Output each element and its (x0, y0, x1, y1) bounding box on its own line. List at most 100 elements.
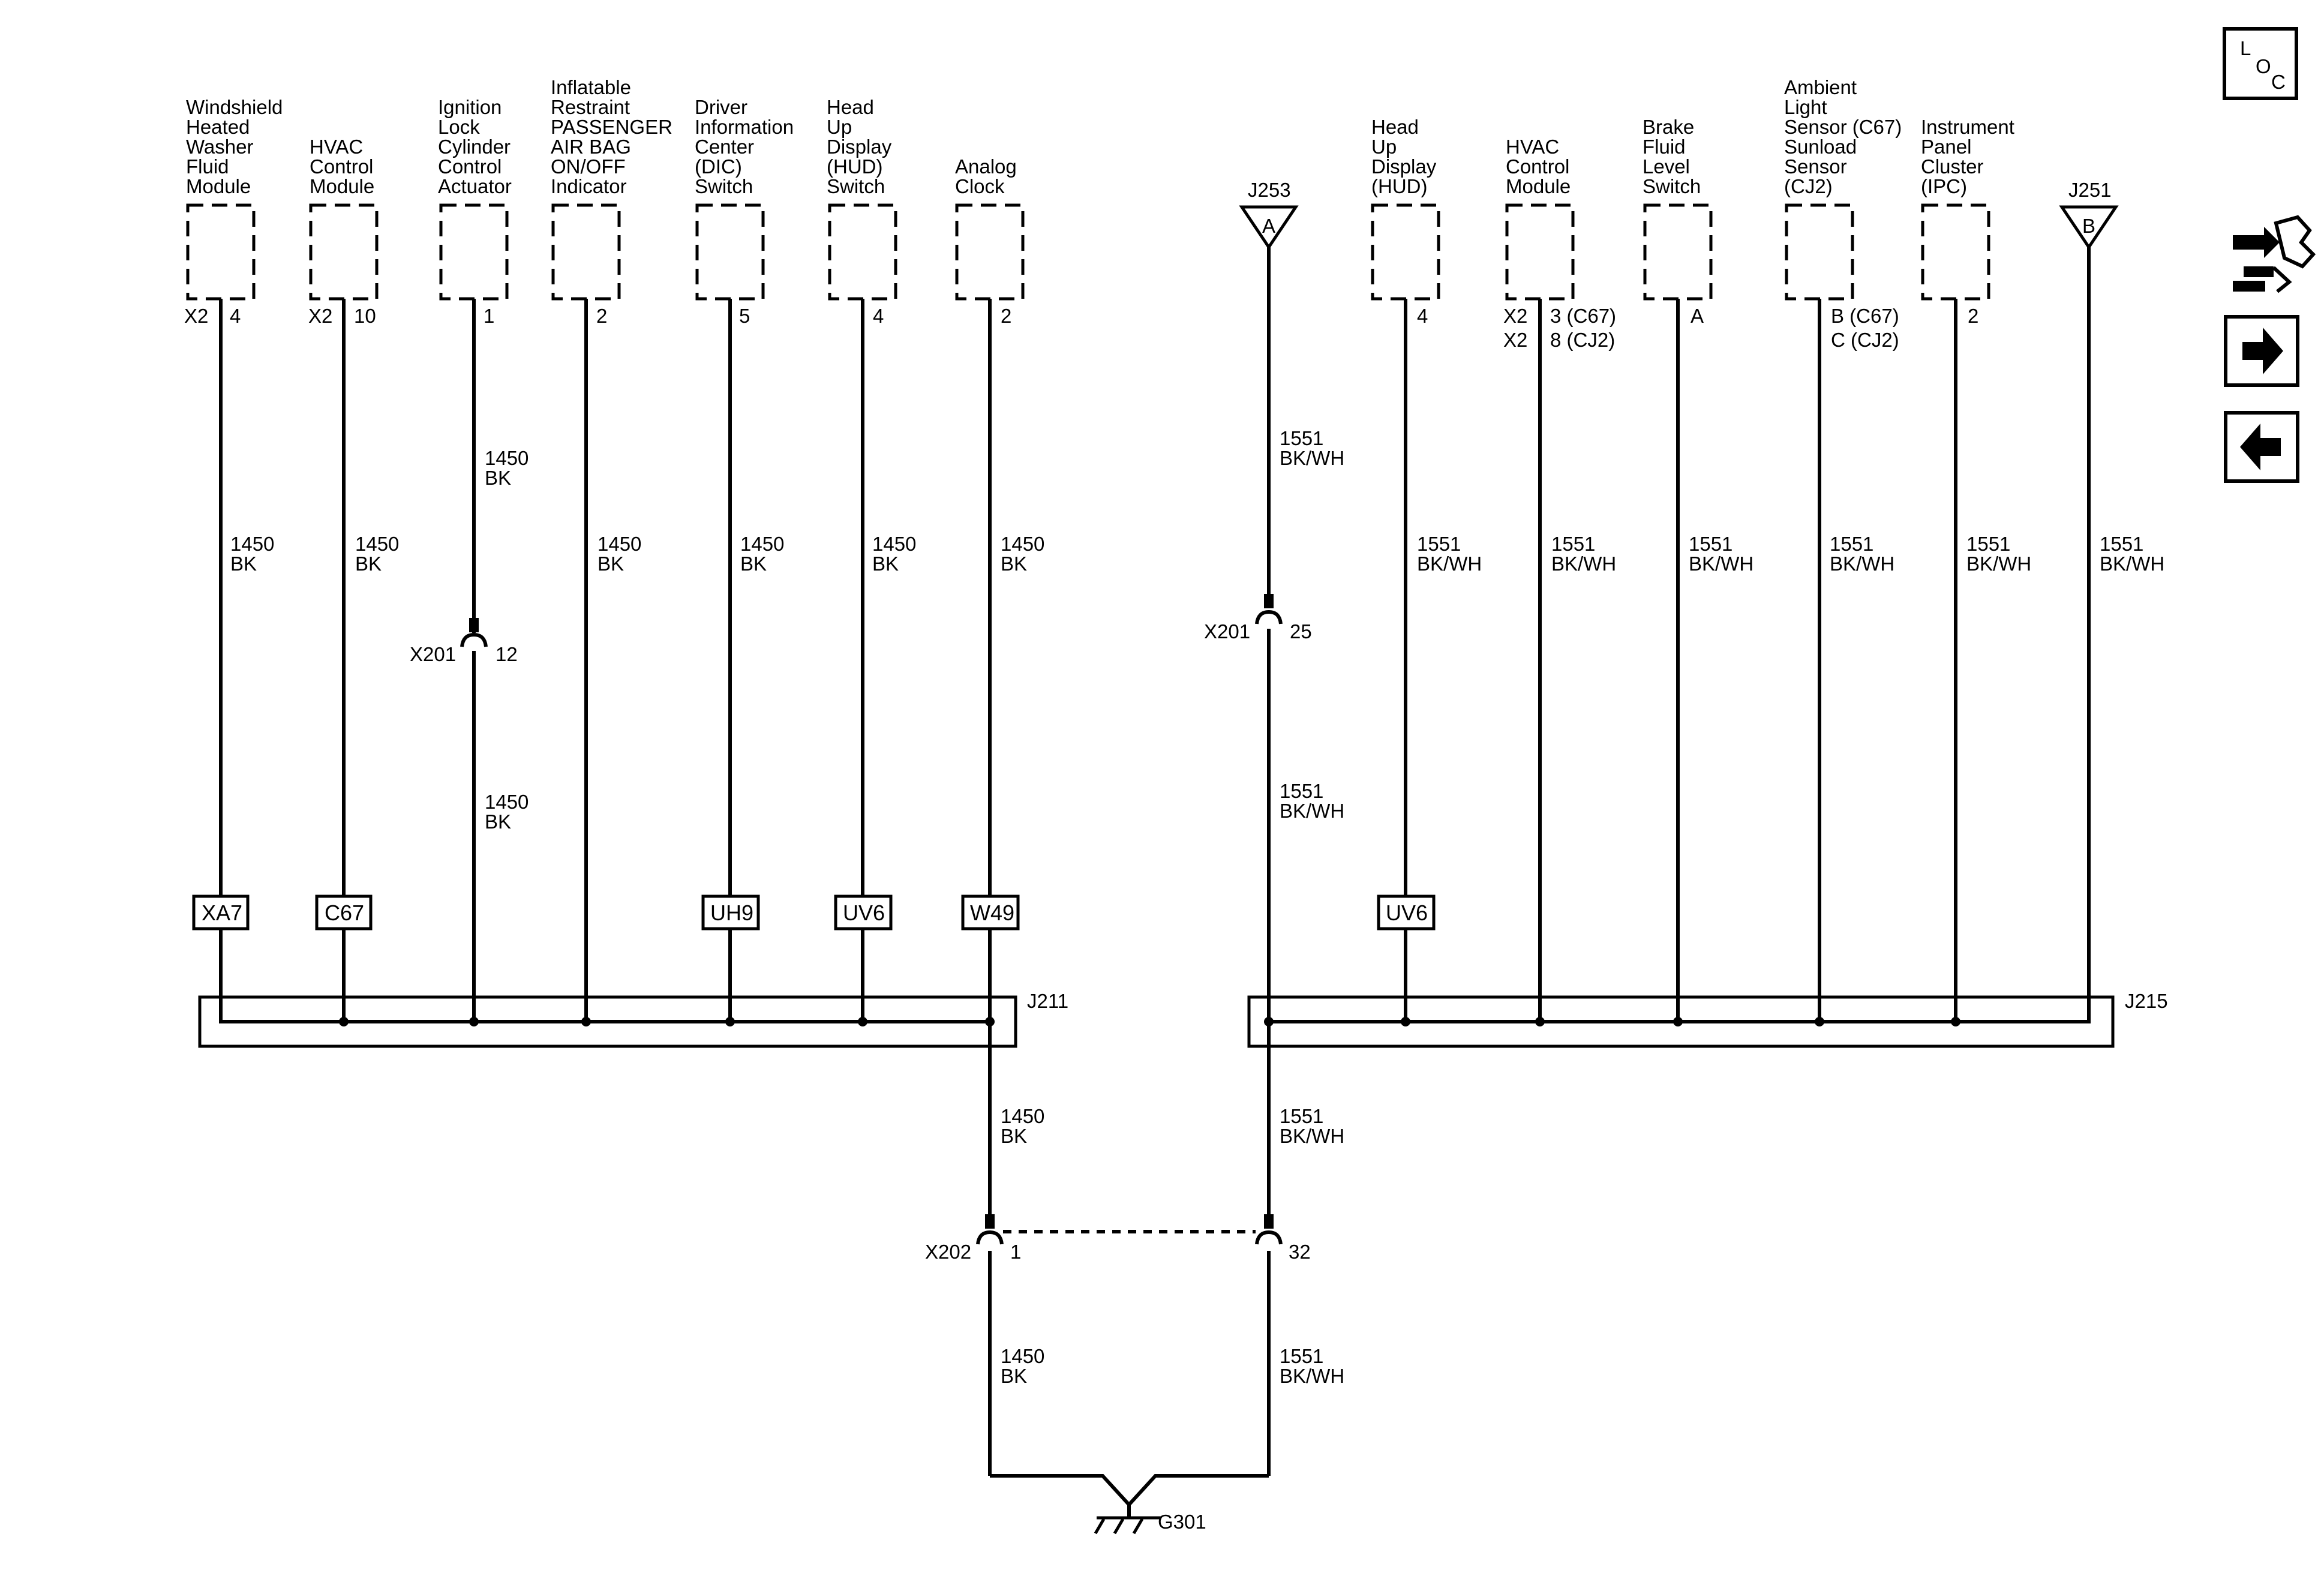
connector-label: X2 (184, 305, 208, 327)
pin-label: 25 (1290, 620, 1312, 643)
component-label-line: Level (1643, 155, 1690, 178)
component-label-line: (CJ2) (1784, 175, 1833, 197)
pin-label: 4 (873, 305, 884, 327)
wire-color-label: BK (872, 553, 899, 575)
wire-color-label: BK (485, 810, 511, 833)
component-ipc: Instrument Panel Cluster (IPC) 2 (1921, 116, 2014, 327)
connector-view-button[interactable] (2233, 215, 2316, 293)
wire-color-label: BK/WH (1689, 553, 1753, 575)
option-box (701, 894, 760, 930)
component-label-line: Lock (438, 116, 480, 138)
component-box (309, 203, 379, 301)
connector-female-icon (460, 632, 488, 647)
component-label-line: (HUD) (1371, 175, 1427, 197)
reference-triangle-icon (1239, 205, 1299, 250)
wire-circuit-label: 1450 (1001, 1105, 1044, 1127)
component-label-line: Brake (1643, 116, 1694, 138)
inline-connector-x201-right: X201 25 (1204, 594, 1312, 643)
inline-connector-x201-left: X201 12 (410, 618, 518, 665)
location-button[interactable]: L O C (2223, 27, 2298, 100)
component-label-line: Ambient (1784, 76, 1857, 98)
component-dic-switch: Driver Information Center (DIC) Switch 5 (695, 96, 794, 327)
wire-color-label: BK/WH (2100, 553, 2164, 575)
component-label-line: Up (1371, 136, 1397, 158)
component-label-line: Sunload (1784, 136, 1857, 158)
component-label-line: Heated (186, 116, 250, 138)
component-box (1921, 203, 1990, 301)
component-label-line: Clock (955, 175, 1005, 197)
component-hud-switch: Head Up Display (HUD) Switch 4 (827, 96, 897, 327)
component-label-line: Cylinder (438, 136, 511, 158)
pin-label: 8 (CJ2) (1550, 329, 1615, 351)
component-box (1643, 203, 1713, 301)
component-label-line: Panel (1921, 136, 1971, 158)
splice-dot (1815, 1017, 1824, 1026)
component-ambient-light-sensor: Ambient Light Sensor (C67) Sunload Senso… (1784, 76, 1902, 351)
wire-labels: 1450 BK 1450 BK 1450 BK 1450 BK 1450 BK … (230, 427, 2164, 1387)
component-label-line: Sensor (C67) (1784, 116, 1902, 138)
connector-female-icon (976, 1230, 1004, 1245)
pin-label: 4 (230, 305, 241, 327)
component-brake-fluid-switch: Brake Fluid Level Switch A (1643, 116, 1713, 327)
wire-color-label: BK/WH (1551, 553, 1616, 575)
loc-letter-l: L (2240, 37, 2251, 59)
component-hvac-control-module-right: HVAC Control Module X2 3 (C67) X2 8 (CJ2… (1503, 136, 1616, 351)
arrow-right-icon (2242, 328, 2283, 374)
wire-color-label: BK (1001, 1365, 1027, 1387)
reference-j253[interactable]: J253 A (1239, 179, 1299, 250)
component-label-line: Fluid (1643, 136, 1686, 158)
pin-label: 10 (354, 305, 376, 327)
component-passenger-airbag-indicator: Inflatable Restraint PASSENGER AIR BAG O… (551, 76, 672, 327)
component-label-line: Display (827, 136, 892, 158)
pin-label: 12 (496, 643, 518, 665)
component-label-line: Ignition (438, 96, 502, 118)
component-label-line: Module (310, 175, 374, 197)
wire-color-label: BK/WH (1280, 447, 1344, 469)
wire-color-label: BK/WH (1280, 1125, 1344, 1147)
pin-label: 1 (1010, 1241, 1021, 1263)
splice-pack-j211 (198, 995, 1017, 1048)
component-hvac-control-module-left: HVAC Control Module X2 10 (308, 136, 379, 327)
component-label-line: Indicator (551, 175, 627, 197)
component-label-line: Control (438, 155, 502, 178)
component-box (695, 203, 765, 301)
arrow-left-icon (2240, 424, 2281, 470)
connector-male-icon (469, 618, 479, 632)
connector-label: X2 (308, 305, 332, 327)
wire-circuit-label: 1551 (1280, 1105, 1323, 1127)
inline-connector-x202: X202 1 32 (925, 1214, 1311, 1263)
previous-page-button[interactable] (2224, 411, 2299, 483)
component-label-line: (HUD) (827, 155, 882, 178)
component-label-line: ON/OFF (551, 155, 626, 178)
component-label-line: Up (827, 116, 852, 138)
component-label-line: Head (1371, 116, 1419, 138)
option-code: XA7 (202, 900, 242, 925)
pin-label: 5 (739, 305, 750, 327)
component-label-line: Center (695, 136, 754, 158)
wire-color-label: BK (740, 553, 767, 575)
component-box (439, 203, 509, 301)
ground-label: G301 (1158, 1511, 1206, 1533)
splice-pack-j215 (1247, 995, 2115, 1048)
wire-circuit-label: 1450 (485, 447, 529, 469)
wire-circuit-label: 1551 (1689, 533, 1733, 555)
component-label-line: Control (1506, 155, 1569, 178)
connector-male-icon (1264, 594, 1274, 608)
next-page-button[interactable] (2224, 315, 2299, 387)
component-label-line: Windshield (186, 96, 283, 118)
wire-color-label: BK/WH (1280, 800, 1344, 822)
splice-dot (1535, 1017, 1545, 1026)
option-code: UH9 (710, 900, 753, 925)
pin-label: 2 (1968, 305, 1978, 327)
pin-label: 2 (596, 305, 607, 327)
component-box (1785, 203, 1854, 301)
reference-j251[interactable]: J251 B (2059, 179, 2119, 250)
wire-color-label: BK/WH (1417, 553, 1482, 575)
component-label-line: Cluster (1921, 155, 1984, 178)
component-label-line: Actuator (438, 175, 512, 197)
option-codes: XA7 C67 UH9 UV6 W49 UV6 (192, 894, 1436, 930)
wire-circuit-label: 1551 (1417, 533, 1461, 555)
component-label-line: Light (1784, 96, 1827, 118)
component-label-line: Restraint (551, 96, 630, 118)
option-code: UV6 (1386, 900, 1428, 925)
